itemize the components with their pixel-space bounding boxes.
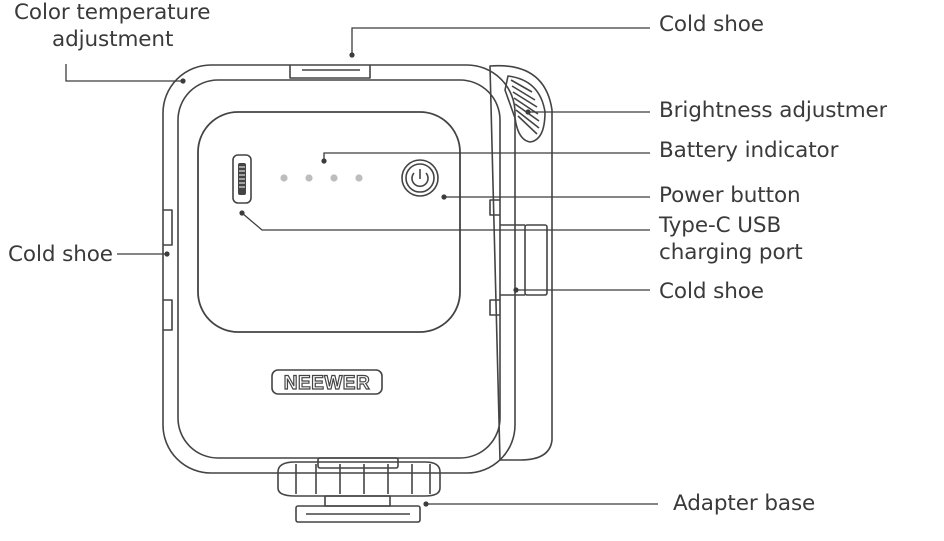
leader-typec: [241, 212, 650, 231]
leader-battery: [323, 152, 650, 161]
housing-inner: [177, 79, 501, 459]
housing-outer: [162, 64, 516, 474]
usb-c-port: [232, 154, 252, 204]
brand-logo: NEEWER: [284, 373, 370, 394]
cold-shoe-top-slot: [289, 65, 371, 79]
power-icon: [411, 172, 429, 188]
leader-cold-shoe-top: [351, 27, 650, 55]
label-cold-shoe-left: Cold shoe: [8, 242, 113, 267]
label-cold-shoe-top: Cold shoe: [659, 12, 764, 37]
side-body: [489, 64, 553, 461]
adapter-foot: [295, 505, 421, 523]
power-button-ring: [401, 159, 439, 197]
label-adapter-base: Adapter base: [673, 491, 816, 516]
leader-lines: [65, 27, 658, 505]
adapter-knob: [277, 461, 441, 497]
leader-endpoints: [164, 52, 531, 507]
battery-dot: [355, 174, 363, 182]
leader-color-temperature: [65, 64, 183, 82]
label-brightness: Brightness adjustment: [659, 98, 887, 123]
battery-dot: [305, 174, 313, 182]
logo-plate: [271, 369, 383, 395]
brightness-wheel: [504, 75, 546, 143]
battery-indicator: [280, 174, 363, 182]
label-typec: Type-C USB charging port: [659, 213, 803, 265]
battery-dot: [280, 174, 288, 182]
label-battery: Battery indicator: [659, 138, 839, 163]
label-power: Power button: [659, 183, 801, 208]
label-color-temperature: Color temperature adjustment: [14, 0, 211, 52]
battery-dot: [330, 174, 338, 182]
front-panel: [197, 111, 461, 333]
cold-shoe-right-slot: [524, 224, 548, 296]
label-cold-shoe-right: Cold shoe: [659, 279, 764, 304]
